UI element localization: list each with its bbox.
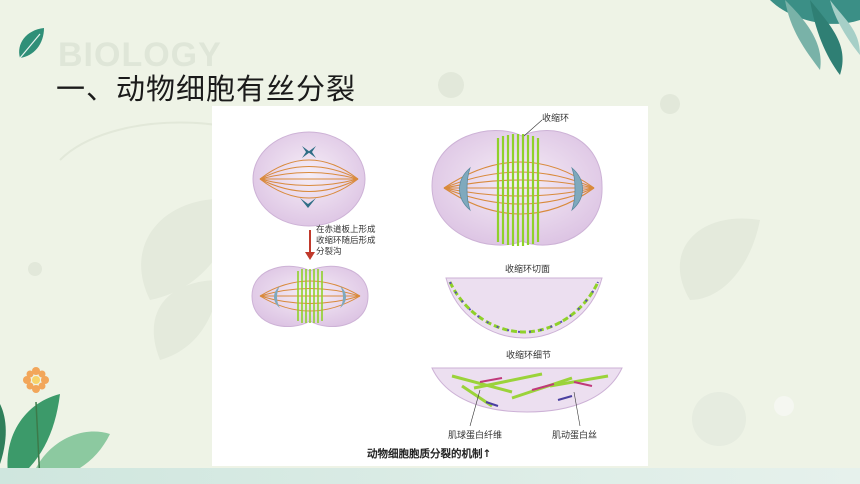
label-actin-filament: 肌动蛋白丝 (552, 431, 598, 441)
decor-circle (28, 262, 42, 276)
decor-circle (692, 392, 746, 446)
slide-title: 一、动物细胞有丝分裂 (56, 72, 357, 106)
label-ring-detail: 收缩环细节 (506, 351, 552, 361)
decor-circle (774, 396, 794, 416)
cell-anaphase (252, 131, 366, 227)
plant-decoration-icon (0, 394, 110, 484)
cell-constriction (251, 265, 369, 327)
watermark-text: BIOLOGY (58, 36, 222, 74)
flower-icon (23, 367, 49, 393)
decor-circle (438, 72, 464, 98)
cytokinesis-figure: 收缩环 在赤道板上形成收缩环随后形成分裂沟 收缩环切面 收缩环细节 肌球蛋白纤维… (212, 106, 648, 466)
cell-cleavage (431, 119, 603, 246)
decor-circle (660, 94, 680, 114)
cytokinesis-illustration (251, 119, 623, 427)
leaf-icon (19, 28, 44, 59)
palm-leaf-icon (770, 0, 860, 75)
figure-caption: 动物细胞胞质分裂的机制↑ (367, 448, 492, 460)
label-contractile-ring: 收缩环 (542, 114, 570, 124)
label-arrow-text: 在赤道板上形成收缩环随后形成分裂沟 (316, 225, 376, 257)
ring-section (445, 277, 603, 339)
label-myosin-filament: 肌球蛋白纤维 (448, 431, 503, 441)
bottom-bar (0, 468, 860, 484)
down-arrow-icon (305, 230, 315, 260)
ring-detail (431, 367, 623, 427)
label-ring-section: 收缩环切面 (505, 265, 551, 275)
